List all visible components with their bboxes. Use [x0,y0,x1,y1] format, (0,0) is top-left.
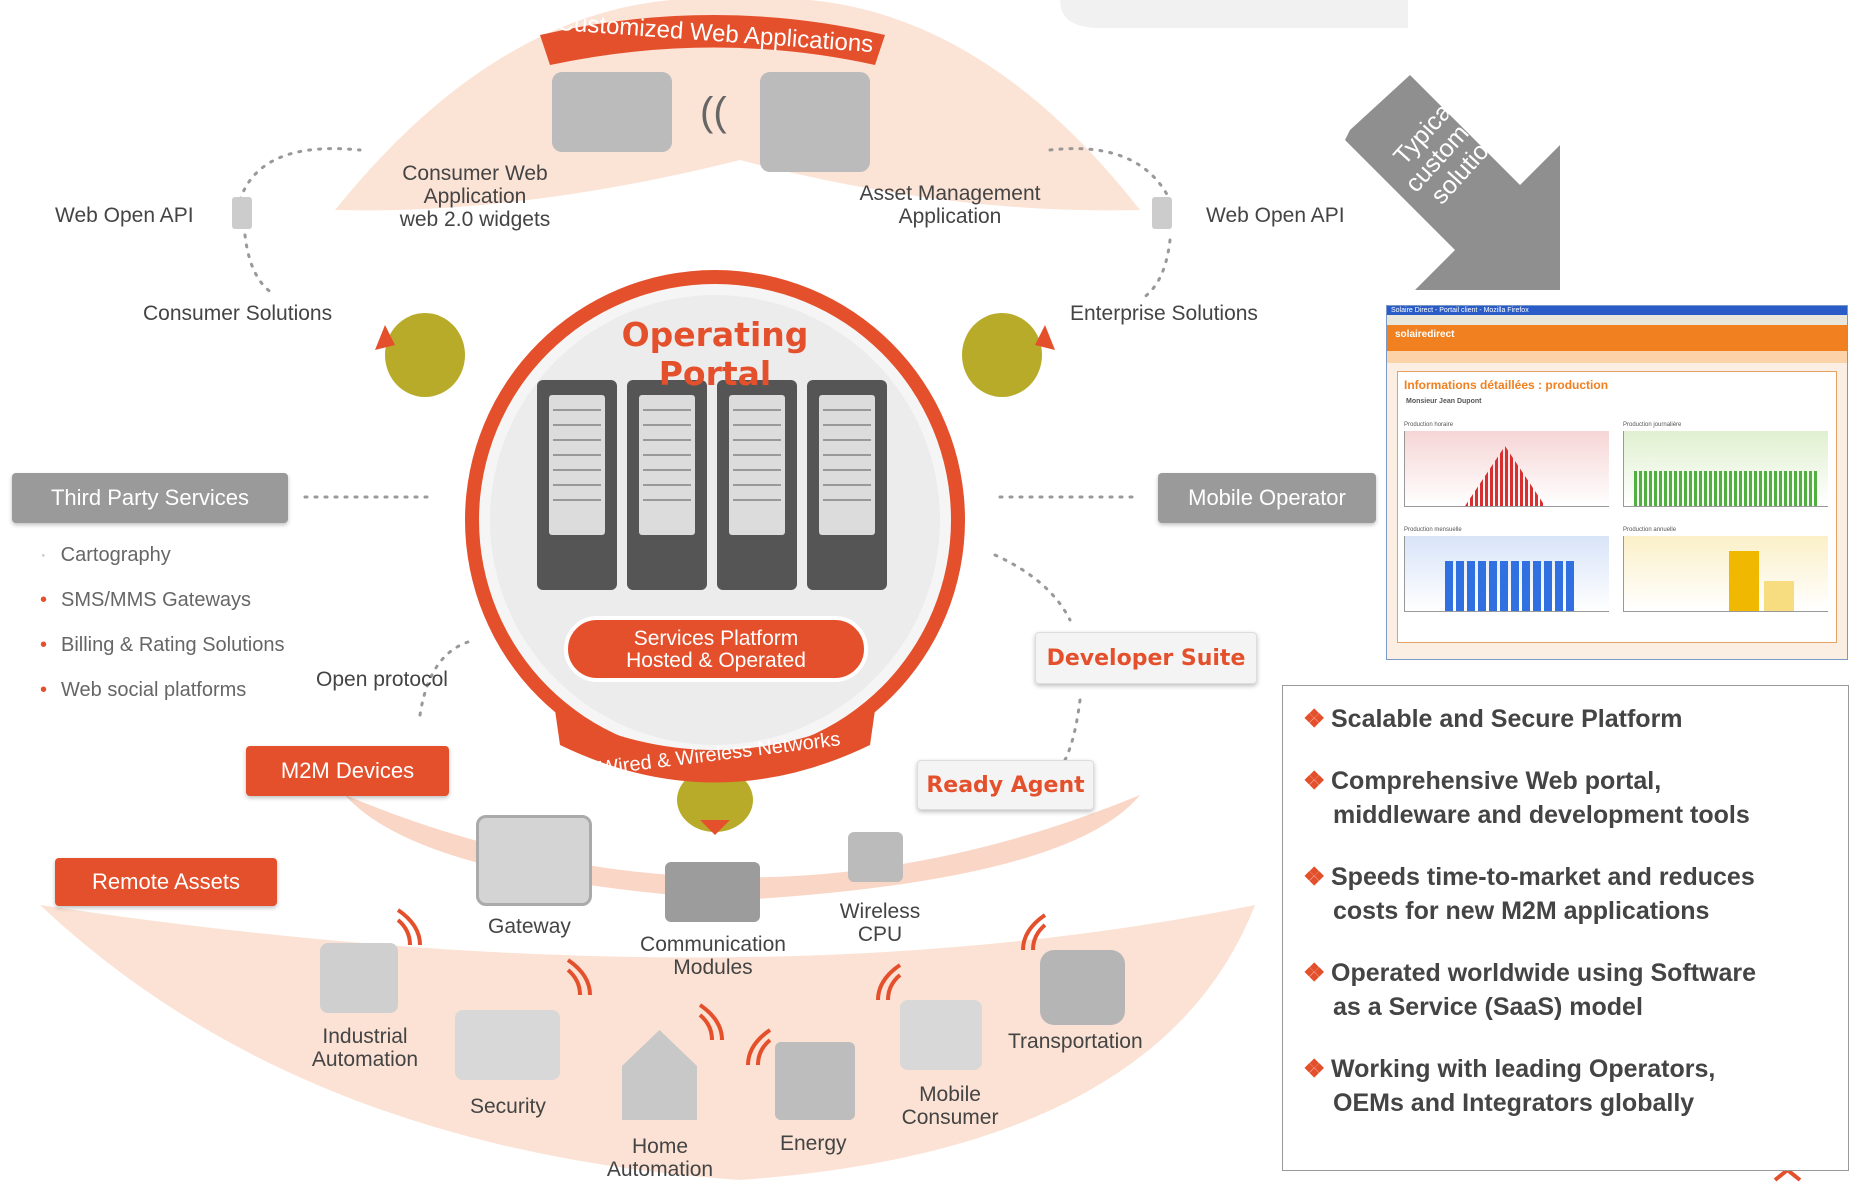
security-label: Security [470,1095,546,1118]
typical-solution-arrow [1345,75,1560,290]
list-item: ·Cartography [40,544,171,566]
customer-name: Monsieur Jean Dupont [1406,398,1482,405]
benefits-box: ❖Scalable and Secure Platform ❖Comprehen… [1282,685,1849,1171]
wireless-cpu-line2: CPU [857,923,903,946]
api-doc-icon-right [1152,197,1172,229]
transportation-icon [1040,950,1125,1025]
communication-module-icon [665,862,760,922]
server-icons [537,380,887,590]
operating-portal-title: Operating Portal [621,315,809,393]
wireless-icon: (( [700,90,727,134]
security-icon [455,1010,560,1080]
third-party-services: Third Party Services [12,473,288,523]
consumer-people-icon [552,72,672,152]
chart-title: Production mensuelle [1404,527,1462,533]
web-open-api-right: Web Open API [1206,204,1345,227]
gateway-label: Gateway [488,915,571,938]
industrial-automation-icon [320,943,398,1013]
transportation-label: Transportation [1008,1030,1143,1053]
benefit-item: ❖Scalable and Secure Platform [1303,705,1683,733]
consumer-app-line3: web 2.0 widgets [399,208,551,231]
chart-title: Production horaire [1404,422,1454,428]
ready-agent: Ready Agent [917,760,1094,810]
industrial-line2: Automation [311,1048,419,1071]
list-item: •Web social platforms [40,679,247,701]
web-open-api-left: Web Open API [55,204,194,227]
section-title: Informations détaillées : production [1404,378,1609,392]
home-line1: Home [631,1135,689,1158]
api-doc-icon-left [232,197,252,229]
developer-suite: Developer Suite [1035,632,1257,684]
customer-portal-screenshot: Solaire Direct - Portail client - Mozill… [1386,305,1848,660]
brand: solairedirect [1387,325,1847,351]
chart-title: Production annuelle [1623,527,1677,533]
benefit-item: ❖Working with leading Operators,OEMs and… [1303,1055,1716,1117]
wireless-cpu-icon [848,832,903,882]
mobile-consumer-line2: Consumer [901,1106,999,1129]
list-item: •SMS/MMS Gateways [40,589,252,611]
energy-label: Energy [780,1132,847,1155]
third-party-list: ·Cartography •SMS/MMS Gateways •Billing … [40,533,284,713]
mobile-consumer-line1: Mobile [919,1083,981,1106]
wireless-cpu-line1: Wireless [839,900,921,923]
benefit-item: ❖Comprehensive Web portal,middleware and… [1303,767,1750,829]
energy-icon [775,1042,855,1120]
consumer-app-line2: Application [423,185,527,208]
consumer-solutions-label: Consumer Solutions [143,302,333,325]
asset-app-line2: Application [898,205,1002,228]
top-arc-band [335,0,1140,211]
services-platform-line2: Hosted & Operated [626,649,806,672]
consumer-app-line1: Consumer Web [402,162,548,185]
open-protocol-label: Open protocol [316,668,448,691]
enterprise-solutions-label: Enterprise Solutions [1070,302,1258,325]
asset-computer-icon [760,72,870,172]
mobile-consumer-icon [900,1000,982,1070]
comm-modules-line2: Modules [673,956,753,979]
home-line2: Automation [606,1158,714,1181]
list-item: •Billing & Rating Solutions [40,634,285,656]
m2m-devices: M2M Devices [246,746,449,796]
remote-assets: Remote Assets [55,858,277,906]
mobile-operator: Mobile Operator [1158,473,1376,523]
chart-title: Production journalière [1623,422,1682,428]
gateway-icon [476,815,592,906]
industrial-line1: Industrial [322,1025,408,1048]
window-title: Solaire Direct - Portail client - Mozill… [1387,306,1847,315]
asset-app-line1: Asset Management [859,182,1041,205]
comm-modules-line1: Communication [640,933,786,956]
services-platform-line1: Services Platform [633,627,799,650]
